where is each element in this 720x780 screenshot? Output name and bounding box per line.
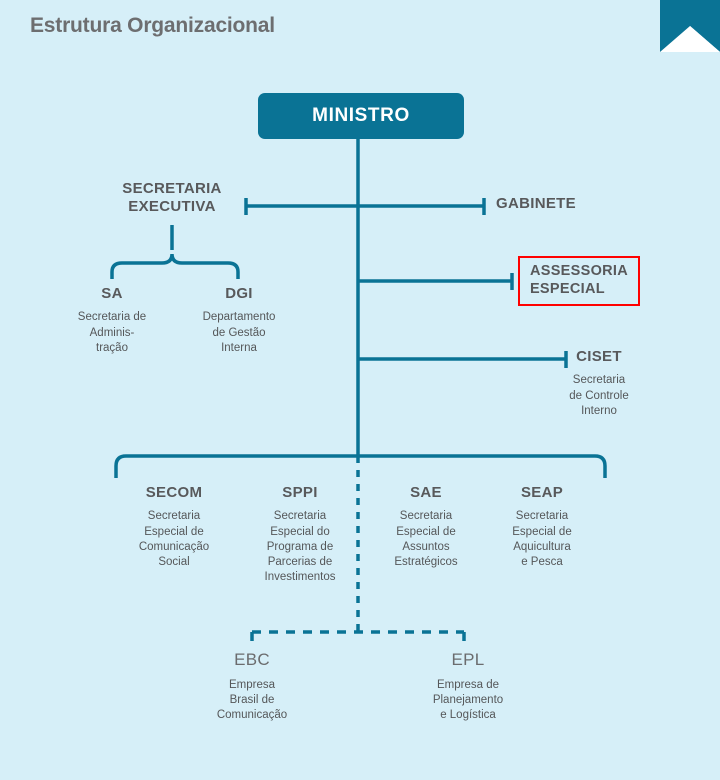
- node-secretaria-executiva[interactable]: SECRETARIA EXECUTIVA: [92, 180, 252, 217]
- node-ciset-title: CISET: [576, 348, 622, 365]
- node-ministro[interactable]: MINISTRO: [258, 93, 464, 139]
- node-sae-subtitle: Secretaria Especial de Assuntos Estratég…: [394, 510, 458, 569]
- node-sa[interactable]: SA Secretaria de Adminis- tração: [52, 285, 172, 356]
- triangle-corner-decoration-icon: [660, 0, 720, 52]
- node-dgi[interactable]: DGI Departamento de Gestão Interna: [178, 285, 300, 356]
- node-ebc-title: EBC: [234, 650, 270, 669]
- node-sae-title: SAE: [410, 484, 442, 501]
- node-seap-title: SEAP: [520, 484, 564, 501]
- node-seap[interactable]: SEAP Secretaria Especial de Aquicultura …: [482, 484, 602, 570]
- node-dgi-title: DGI: [225, 285, 253, 302]
- node-assessoria-especial-title: ASSESSORIA ESPECIAL: [529, 263, 629, 297]
- node-secom-subtitle: Secretaria Especial de Comunicação Socia…: [138, 510, 210, 569]
- node-secom[interactable]: SECOM Secretaria Especial de Comunicação…: [114, 484, 234, 570]
- page-title: Estrutura Organizacional: [30, 14, 275, 37]
- node-sae[interactable]: SAE Secretaria Especial de Assuntos Estr…: [366, 484, 486, 570]
- node-ebc[interactable]: EBC Empresa Brasil de Comunicação: [192, 650, 312, 724]
- brace-sa-dgi: [110, 253, 240, 279]
- node-sa-subtitle: Secretaria de Adminis- tração: [77, 311, 147, 354]
- node-gabinete[interactable]: GABINETE: [496, 195, 656, 213]
- node-ebc-subtitle: Empresa Brasil de Comunicação: [216, 678, 288, 722]
- node-secom-title: SECOM: [145, 484, 203, 501]
- node-ciset-subtitle: Secretaria de Controle Interno: [569, 374, 629, 417]
- node-sppi-subtitle: Secretaria Especial do Programa de Parce…: [264, 510, 336, 584]
- node-assessoria-especial[interactable]: ASSESSORIA ESPECIAL: [518, 256, 640, 306]
- node-seap-subtitle: Secretaria Especial de Aquicultura e Pes…: [512, 510, 572, 569]
- node-gabinete-title: GABINETE: [496, 195, 576, 212]
- node-sppi[interactable]: SPPI Secretaria Especial do Programa de …: [238, 484, 362, 586]
- node-ciset[interactable]: CISET Secretaria de Controle Interno: [528, 348, 670, 419]
- node-sa-title: SA: [101, 285, 123, 302]
- node-epl-title: EPL: [451, 650, 485, 669]
- node-epl[interactable]: EPL Empresa de Planejamento e Logística: [408, 650, 528, 724]
- node-dgi-subtitle: Departamento de Gestão Interna: [202, 311, 276, 354]
- node-epl-subtitle: Empresa de Planejamento e Logística: [432, 678, 504, 722]
- bracket-bottom-units: [114, 454, 607, 478]
- node-secretaria-executiva-title: SECRETARIA EXECUTIVA: [122, 180, 222, 216]
- node-sppi-title: SPPI: [282, 484, 318, 501]
